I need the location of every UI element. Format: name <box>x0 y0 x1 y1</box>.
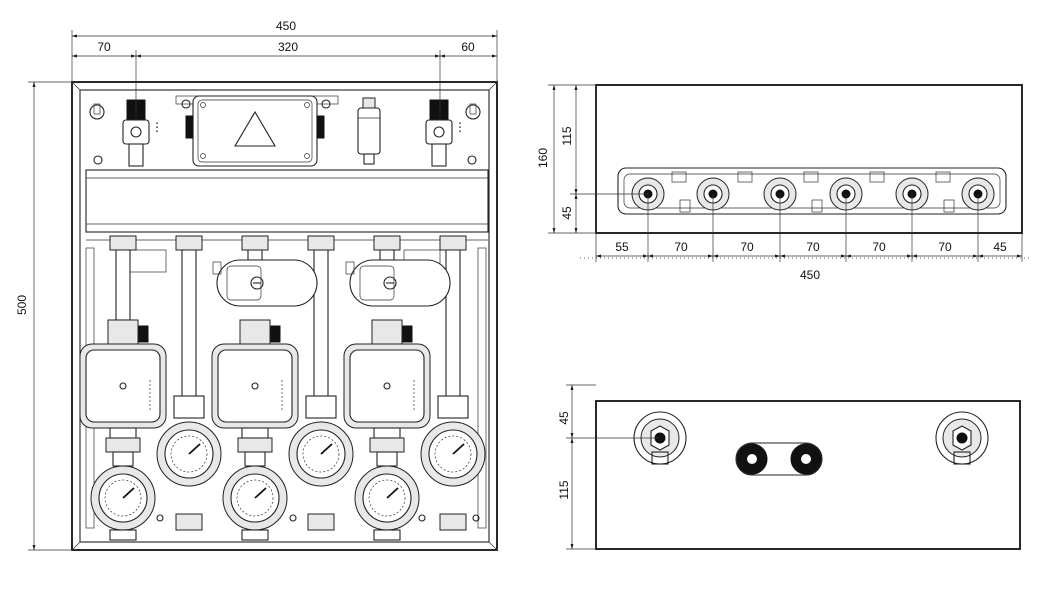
thermometer-dial <box>90 465 156 531</box>
circulation-pump-3 <box>343 343 431 429</box>
distribution-manifold <box>85 169 489 233</box>
circulation-pump-2 <box>211 343 299 429</box>
dim-spacing: 70 <box>938 240 952 254</box>
keyhole-slot-left <box>89 103 105 120</box>
dim-right-offset: 60 <box>461 40 475 54</box>
cabinet-outline <box>71 81 498 551</box>
electrical-junction-box <box>185 95 325 167</box>
dim-top-lower-depth: 45 <box>560 206 574 220</box>
dimension-lines-top <box>548 84 1030 262</box>
svg-text:⋮: ⋮ <box>454 120 466 134</box>
thermometer-dial <box>420 421 486 487</box>
thermometer-dial <box>156 421 222 487</box>
bottom-view-pipe-gland-right <box>935 411 989 465</box>
bottom-pipe-connections <box>109 513 467 541</box>
dim-center-span: 320 <box>278 40 298 54</box>
dim-bottom-lower-depth: 115 <box>557 480 571 499</box>
dim-spacing: 70 <box>674 240 688 254</box>
pump-connectors <box>107 319 413 345</box>
dimension-lines-bottom <box>566 384 660 550</box>
keyhole-slot-right <box>465 103 481 120</box>
bottom-view-cabinet <box>595 400 1021 550</box>
ball-valve-right: ⋮ <box>425 99 466 167</box>
screw-hole <box>467 155 477 165</box>
screw-hole <box>93 155 103 165</box>
pump-outlet-fittings <box>105 395 469 467</box>
bottom-view: 45 115 <box>557 384 1021 550</box>
dim-bottom-upper-depth: 45 <box>557 411 571 425</box>
top-view: 160 115 45 55 70 70 70 70 70 45 450 <box>536 84 1030 282</box>
thermometer-dial <box>222 465 288 531</box>
thermometer-dial <box>354 465 420 531</box>
dim-top-upper-depth: 115 <box>560 126 574 145</box>
pipe-couplings-top <box>109 235 467 251</box>
dim-overall-width: 450 <box>276 19 296 33</box>
thermometer-dial <box>288 421 354 487</box>
bottom-view-cable-slot <box>735 442 823 476</box>
warning-triangle-icon <box>234 110 276 147</box>
dim-spacing: 70 <box>872 240 886 254</box>
dim-top-width: 450 <box>800 268 820 282</box>
dim-spacing: 45 <box>993 240 1007 254</box>
dim-spacing: 55 <box>615 240 629 254</box>
cabinet-inner-frame <box>79 89 490 543</box>
dim-spacing: 70 <box>740 240 754 254</box>
air-vent-valve <box>357 97 381 165</box>
svg-text:⋮: ⋮ <box>151 120 163 134</box>
dim-height: 500 <box>15 295 29 315</box>
dim-left-offset: 70 <box>97 40 111 54</box>
mixing-valve-actuator-1 <box>212 259 318 307</box>
dimension-lines-front <box>28 30 498 551</box>
circulation-pump-1 <box>79 343 167 429</box>
dim-spacing: 70 <box>806 240 820 254</box>
mixing-valve-actuator-2 <box>345 259 451 307</box>
ball-valve-left: ⋮ <box>122 99 163 167</box>
dim-top-depth: 160 <box>536 148 550 168</box>
front-view: ⋮ ⋮ <box>15 19 498 551</box>
